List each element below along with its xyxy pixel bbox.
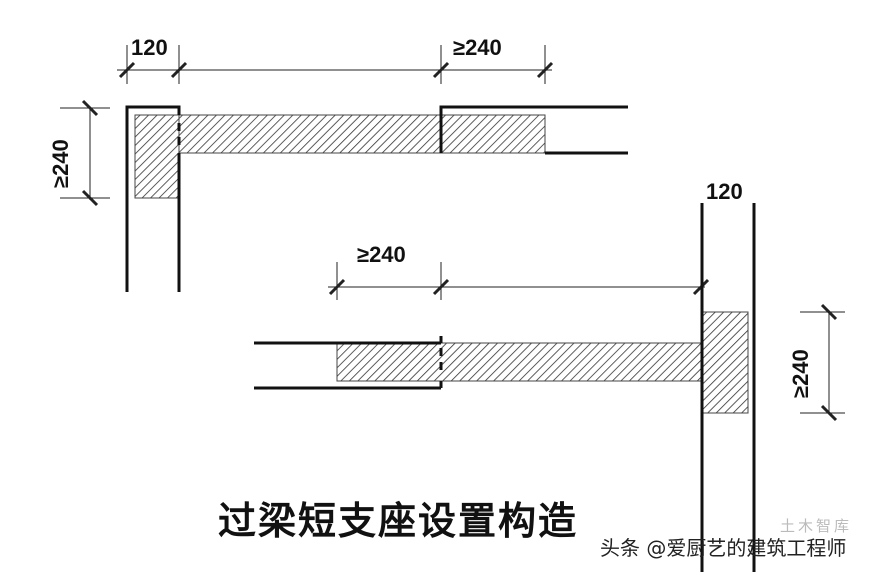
lower-vertical-label: ≥240	[788, 349, 813, 398]
upper-vertical-label: ≥240	[48, 139, 73, 188]
upper-dimension-line	[117, 45, 554, 84]
lower-vertical-dimension	[800, 303, 845, 422]
upper-vertical-dimension	[60, 99, 110, 207]
upper-short-support	[134, 114, 180, 199]
lower-bearing-label: ≥240	[357, 242, 406, 267]
watermark-secondary: 土木智库	[780, 517, 853, 535]
lower-dimension-line	[328, 262, 710, 300]
lower-detail: ≥240 120 ≥240	[254, 179, 845, 572]
upper-bearing-label: ≥240	[453, 35, 502, 60]
lower-short-support	[701, 311, 749, 414]
watermark-primary: 头条 @爱厨艺的建筑工程师	[600, 536, 847, 560]
upper-wall-thickness-label: 120	[131, 35, 168, 60]
diagram-title: 过梁短支座设置构造	[218, 499, 579, 543]
upper-detail: 120 ≥240 ≥240	[48, 35, 628, 292]
lower-lintel-beam	[336, 342, 703, 382]
upper-lintel-beam	[134, 114, 546, 154]
upper-wall-lines	[125, 105, 628, 292]
lower-wall-thickness-label: 120	[706, 179, 743, 204]
lower-wall-lines	[254, 203, 756, 572]
